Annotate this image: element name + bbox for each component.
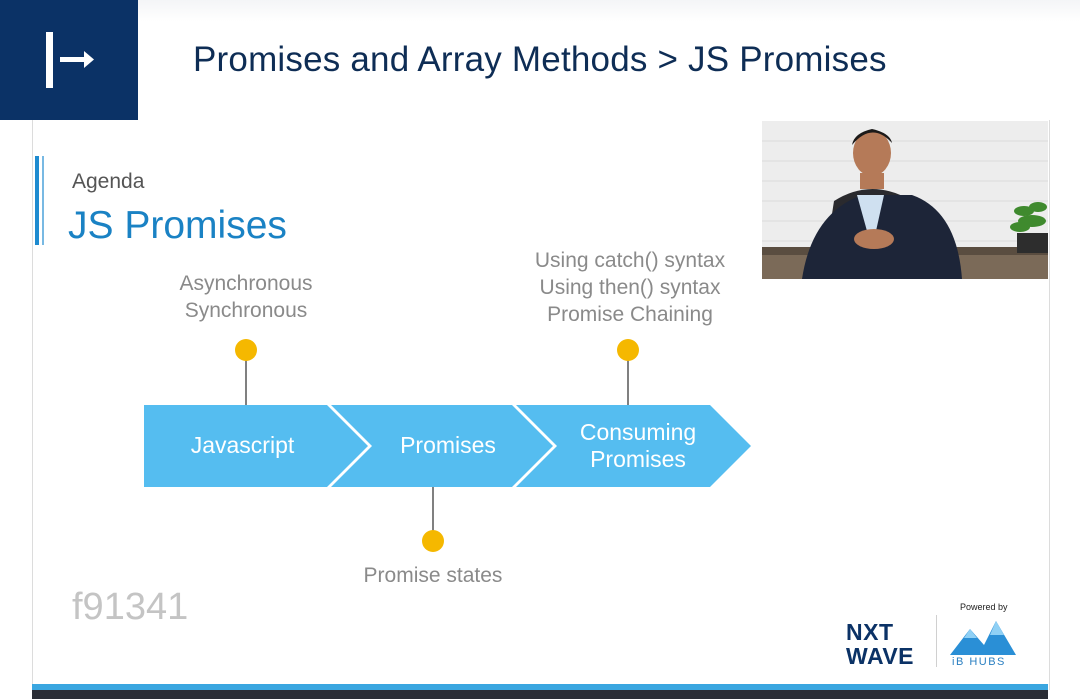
powered-by-label: Powered by (960, 602, 1008, 612)
timeline-dot (617, 339, 639, 361)
step-label-consuming: Consuming Promises (579, 419, 697, 472)
note-promises: Promise states (363, 564, 503, 587)
user-id-watermark: f91341 (72, 586, 189, 628)
ibhubs-mountain-icon (950, 621, 1016, 655)
slide-title: JS Promises (68, 204, 287, 247)
nxtwave-logo-line1: NXT (846, 619, 894, 645)
timeline-arrow-promises (331, 405, 553, 487)
timeline-arrow-javascript (144, 405, 368, 487)
nxtwave-logo-line2: WAVE (846, 643, 915, 669)
slide-bottom-strip (32, 684, 1048, 690)
step-label-promises: Promises (400, 432, 496, 458)
timeline-arrow-consuming (516, 405, 751, 487)
exit-button[interactable] (0, 0, 138, 120)
agenda-label: Agenda (72, 170, 145, 193)
player-controls-bar (32, 690, 1048, 699)
note-javascript: Asynchronous Synchronous (179, 272, 313, 322)
step-label-javascript: Javascript (190, 432, 295, 458)
breadcrumb-title: Promises and Array Methods > JS Promises (193, 40, 887, 79)
top-header (0, 0, 1080, 120)
logo-divider (936, 615, 937, 667)
presenter-video (762, 121, 1048, 279)
timeline-dot (422, 530, 444, 552)
note-consuming: Using catch() syntax Using then() syntax… (534, 249, 726, 326)
exit-arrow-icon (46, 32, 94, 88)
ibhubs-logo-text: iB HUBS (952, 656, 1006, 668)
timeline-dot (235, 339, 257, 361)
nxtwave-logo: NXT WAVE (846, 620, 914, 668)
